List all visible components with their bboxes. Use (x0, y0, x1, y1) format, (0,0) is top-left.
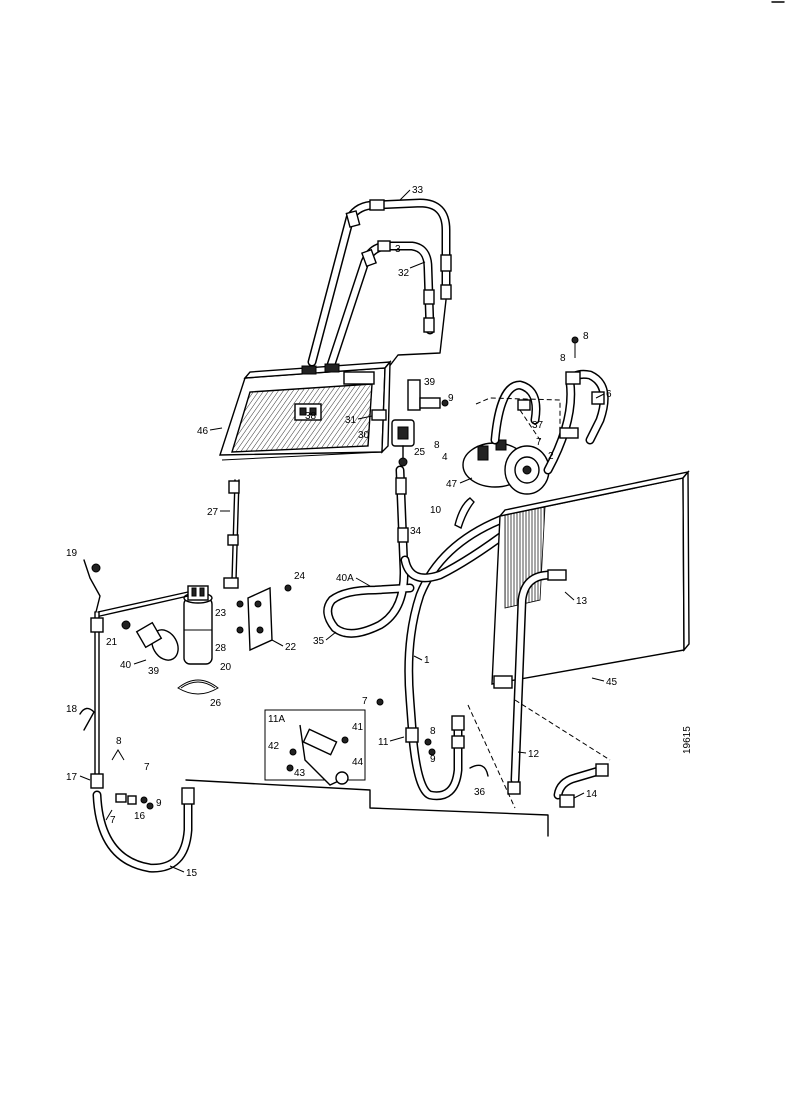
label-39-top: 39 (424, 377, 436, 388)
inset-11a (264, 709, 366, 786)
label-19: 19 (66, 548, 78, 559)
hose-33 (307, 198, 452, 367)
label-23: 23 (215, 608, 227, 619)
label-6: 6 (606, 389, 612, 400)
label-9-top: 9 (448, 393, 454, 404)
label-43: 43 (294, 768, 306, 779)
label-8-a: 8 (583, 331, 589, 342)
label-39-bottom: 39 (148, 666, 160, 677)
compressor-47 (462, 336, 609, 495)
condenser-45 (491, 470, 690, 795)
label-11a: 11A (268, 714, 285, 725)
label-47: 47 (446, 479, 458, 490)
hose-15 (92, 787, 195, 873)
label-9-mid: 9 (430, 754, 436, 765)
hose-1 (404, 515, 505, 801)
label-8-e: 8 (116, 736, 122, 747)
label-11: 11 (378, 737, 389, 748)
label-36: 36 (474, 787, 486, 798)
label-8-c: 8 (434, 440, 440, 451)
line-17 (79, 559, 104, 789)
label-7-c: 7 (144, 762, 150, 773)
label-3: 3 (395, 244, 401, 255)
expansion-valve-25 (371, 409, 415, 463)
label-13: 13 (576, 596, 588, 607)
fittings-7-8-9 (376, 698, 489, 777)
label-33: 33 (412, 185, 424, 196)
line-27 (223, 479, 240, 589)
label-8-b: 8 (560, 353, 566, 364)
label-8-d: 8 (430, 726, 436, 737)
label-18: 18 (66, 704, 78, 715)
leader-36 (467, 704, 516, 809)
label-14: 14 (586, 789, 598, 800)
label-12: 12 (528, 749, 540, 760)
label-35: 35 (313, 636, 325, 647)
hose-34 (323, 457, 415, 638)
label-28: 28 (215, 643, 227, 654)
label-40a: 40A (336, 573, 354, 584)
label-25: 25 (414, 447, 426, 458)
pipe-14 (553, 763, 609, 808)
leader-condenser-to-14 (514, 699, 611, 761)
fitting-16 (105, 749, 154, 821)
label-15: 15 (186, 868, 198, 879)
label-2: 2 (548, 451, 554, 462)
label-42: 42 (268, 741, 280, 752)
label-27: 27 (207, 507, 219, 518)
drawing-reference-number: 19615 (682, 726, 693, 754)
label-10: 10 (430, 505, 442, 516)
label-46: 46 (197, 426, 209, 437)
label-45: 45 (606, 677, 618, 688)
label-20: 20 (220, 662, 232, 673)
label-21: 21 (106, 637, 118, 648)
label-17: 17 (66, 772, 78, 783)
gasket-10 (454, 497, 475, 529)
hose-32 (325, 240, 435, 373)
clamp-26 (177, 679, 219, 695)
label-41: 41 (352, 722, 364, 733)
label-31: 31 (345, 415, 357, 426)
label-32: 32 (398, 268, 410, 279)
label-22: 22 (285, 642, 297, 653)
label-7-b: 7 (362, 696, 368, 707)
label-40: 40 (120, 660, 132, 671)
receiver-dryer-20 (183, 585, 213, 665)
label-1: 1 (424, 655, 430, 666)
label-44: 44 (352, 757, 364, 768)
label-9-low: 9 (156, 798, 162, 809)
label-4: 4 (442, 452, 448, 463)
hose-compressor-discharge (400, 525, 515, 583)
label-30: 30 (358, 430, 370, 441)
label-38: 38 (305, 411, 317, 422)
part-labels: 33 32 3 39 9 38 31 30 46 25 27 34 35 40A… (66, 185, 618, 879)
routing-line-lower (185, 779, 549, 837)
label-16: 16 (134, 811, 146, 822)
label-24: 24 (294, 571, 306, 582)
bracket-39 (407, 379, 449, 411)
label-34: 34 (410, 526, 422, 537)
label-7-a: 7 (536, 437, 542, 448)
evaporator-46 (219, 360, 392, 461)
bracket-22 (236, 584, 292, 652)
pressure-switch-39 (121, 620, 179, 661)
label-26: 26 (210, 698, 222, 709)
label-7-d: 7 (110, 815, 116, 826)
label-37: 37 (532, 420, 544, 431)
